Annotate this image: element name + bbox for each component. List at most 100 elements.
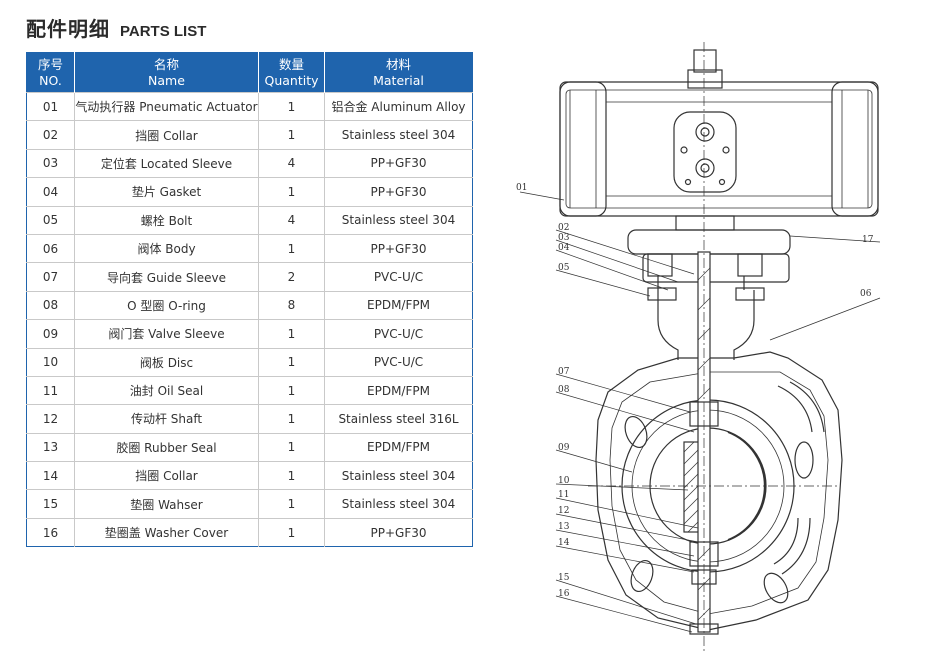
leader-03 <box>555 239 679 283</box>
cell-quantity: 1 <box>258 404 325 434</box>
cell-material: PP+GF30 <box>324 177 473 207</box>
leader-08 <box>555 391 695 433</box>
cell-material: EPDM/FPM <box>324 375 473 405</box>
table-header-row: 序号 NO. 名称 Name 数量 Quantity 材料 Material <box>26 52 473 93</box>
heading-cn: 配件明细 <box>26 17 110 41</box>
leader-15 <box>555 579 697 625</box>
cell-no: 01 <box>26 91 75 121</box>
cell-no: 10 <box>26 347 75 377</box>
cell-quantity: 2 <box>258 262 325 292</box>
parts-table: 序号 NO. 名称 Name 数量 Quantity 材料 Material 0… <box>26 52 473 548</box>
cell-material: PP+GF30 <box>324 148 473 178</box>
cell-name: 定位套 Located Sleeve <box>74 148 259 178</box>
cell-quantity: 1 <box>258 375 325 405</box>
valve-body-outline <box>595 351 843 631</box>
actuator-left-cap <box>559 81 607 217</box>
cell-name: 气动执行器 Pneumatic Actuator <box>74 91 259 121</box>
cell-name: 胶圈 Rubber Seal <box>74 432 259 462</box>
callout-03: 03 <box>558 233 570 243</box>
leader-12 <box>555 513 699 543</box>
cell-quantity: 1 <box>258 91 325 121</box>
callout-05: 05 <box>558 263 570 273</box>
column-header-name: 名称 Name <box>74 52 259 93</box>
cell-quantity: 1 <box>258 233 325 263</box>
coupling <box>675 215 735 231</box>
callout-11: 11 <box>558 490 569 500</box>
cell-no: 03 <box>26 148 75 178</box>
callout-17: 17 <box>862 235 874 245</box>
cell-name: 传动杆 Shaft <box>74 404 259 434</box>
cell-quantity: 1 <box>258 347 325 377</box>
leader-17 <box>789 235 881 243</box>
bolt-slot <box>630 559 654 593</box>
cell-material: Stainless steel 304 <box>324 205 473 235</box>
cell-no: 08 <box>26 290 75 320</box>
cell-name: 螺栓 Bolt <box>74 205 259 235</box>
callout-09: 09 <box>558 443 570 453</box>
cell-no: 12 <box>26 404 75 434</box>
callout-02: 02 <box>558 223 569 233</box>
leader-01 <box>519 191 565 201</box>
cell-no: 06 <box>26 233 75 263</box>
cell-material: PVC-U/C <box>324 319 473 349</box>
cell-material: Stainless steel 316L <box>324 404 473 434</box>
actuator-top-nut <box>693 49 717 73</box>
cell-material: EPDM/FPM <box>324 290 473 320</box>
bolt-slot-arc <box>777 381 825 433</box>
cell-no: 15 <box>26 489 75 519</box>
cell-name: 阀板 Disc <box>74 347 259 377</box>
cell-no: 07 <box>26 262 75 292</box>
bolt-slot <box>794 441 814 479</box>
column-header-material: 材料 Material <box>324 52 473 93</box>
cell-name: 阀体 Body <box>74 233 259 263</box>
callout-08: 08 <box>558 385 570 395</box>
cell-material: EPDM/FPM <box>324 432 473 462</box>
solenoid-mount-plate <box>673 111 737 193</box>
cell-quantity: 1 <box>258 319 325 349</box>
leader-06 <box>769 297 881 341</box>
cell-material: 铝合金 Aluminum Alloy <box>324 91 473 121</box>
cell-material: Stainless steel 304 <box>324 461 473 490</box>
cell-name: O 型圈 O-ring <box>74 290 259 320</box>
cell-name: 挡圈 Collar <box>74 461 259 490</box>
cell-quantity: 1 <box>258 461 325 490</box>
cell-name: 垫圈盖 Washer Cover <box>74 517 259 547</box>
callout-06: 06 <box>860 289 872 299</box>
heading-en: PARTS LIST <box>120 23 207 40</box>
cell-quantity: 1 <box>258 489 325 519</box>
cell-no: 04 <box>26 177 75 207</box>
leader-07 <box>555 373 691 413</box>
cell-name: 挡圈 Collar <box>74 120 259 150</box>
cell-material: Stainless steel 304 <box>324 120 473 150</box>
cell-name: 导向套 Guide Sleeve <box>74 262 259 292</box>
callout-16: 16 <box>558 589 570 599</box>
cell-quantity: 1 <box>258 177 325 207</box>
bolt-slot-arc <box>773 517 811 575</box>
leader-13 <box>555 529 695 557</box>
cell-no: 16 <box>26 517 75 547</box>
bolt-slot <box>763 572 789 604</box>
cell-quantity: 4 <box>258 205 325 235</box>
bolt-slot <box>624 415 648 449</box>
leader-14 <box>555 545 695 573</box>
callout-12: 12 <box>558 506 569 516</box>
column-header-quantity: 数量 Quantity <box>258 52 325 93</box>
mounting-bracket <box>627 229 791 255</box>
leader-04 <box>555 249 669 291</box>
cell-name: 垫片 Gasket <box>74 177 259 207</box>
callout-14: 14 <box>558 538 570 548</box>
cell-quantity: 1 <box>258 120 325 150</box>
cell-no: 13 <box>26 432 75 462</box>
cell-material: PVC-U/C <box>324 347 473 377</box>
